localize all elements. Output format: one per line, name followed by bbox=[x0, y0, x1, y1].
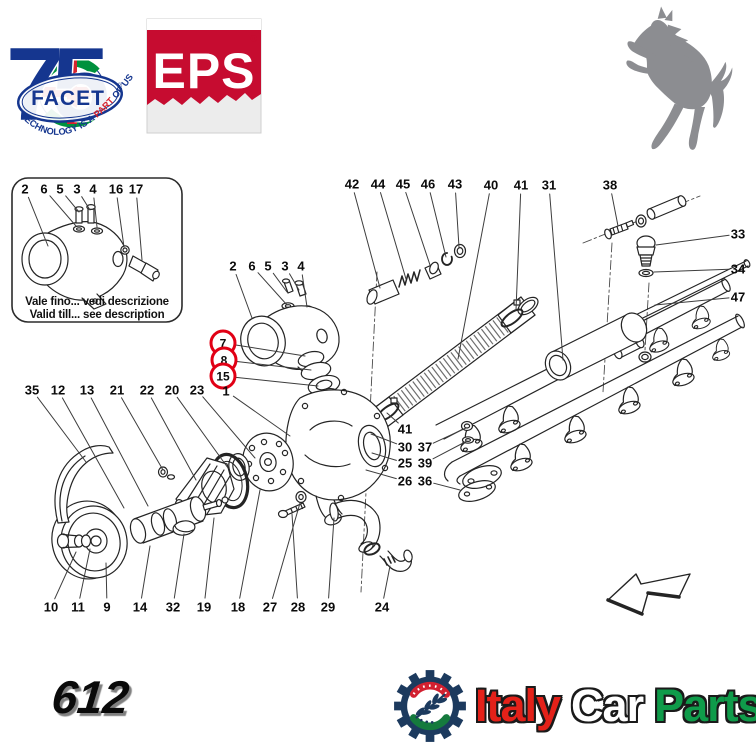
eps-logo: EPS ® bbox=[146, 18, 262, 134]
model-number: 612 bbox=[49, 671, 132, 723]
callout-leader-lines bbox=[27, 192, 730, 600]
belt-drawing bbox=[54, 445, 196, 536]
thermostat-housing-drawing bbox=[240, 278, 341, 403]
manifold-back-rail-drawing bbox=[435, 278, 731, 455]
brand-word-car: Car bbox=[571, 680, 644, 731]
inset-caption-italian: Vale fino... vedi descrizione bbox=[25, 296, 169, 308]
relief-valve-drawing bbox=[366, 243, 467, 305]
bypass-hose-drawing bbox=[329, 499, 413, 572]
italy-car-parts-logo: Italy Car Parts bbox=[393, 664, 756, 748]
eps-registered-mark: ® bbox=[250, 34, 258, 45]
pump-body-drawing bbox=[285, 388, 391, 526]
pulley-drawing bbox=[51, 500, 128, 580]
inset-caption-english: Valid till... see description bbox=[29, 309, 165, 321]
facet-registered-mark: ® bbox=[117, 82, 123, 90]
pulley-flange-drawing bbox=[242, 432, 307, 519]
brand-word-parts: Parts bbox=[654, 680, 756, 731]
horse-silhouette bbox=[626, 6, 733, 150]
laurel-branch bbox=[415, 693, 448, 724]
brand-word-italy: Italy bbox=[475, 680, 561, 731]
inset-variant-drawing bbox=[11, 177, 183, 323]
facet-wordmark: FACET bbox=[31, 87, 105, 110]
facet-75-logo: 75 FACET ® TECHNOLOGY IS A PART OF US bbox=[5, 26, 136, 145]
eps-wordmark: EPS bbox=[152, 43, 255, 99]
gear-laurel-icon bbox=[394, 670, 466, 742]
eps-red-block bbox=[147, 30, 261, 105]
shaft-bearing-drawing bbox=[129, 496, 229, 544]
manifold-front-rail-drawing bbox=[443, 313, 745, 502]
sensor-fittings-drawing bbox=[604, 195, 687, 278]
prancing-horse-icon bbox=[626, 6, 733, 150]
direction-arrow bbox=[606, 573, 691, 616]
